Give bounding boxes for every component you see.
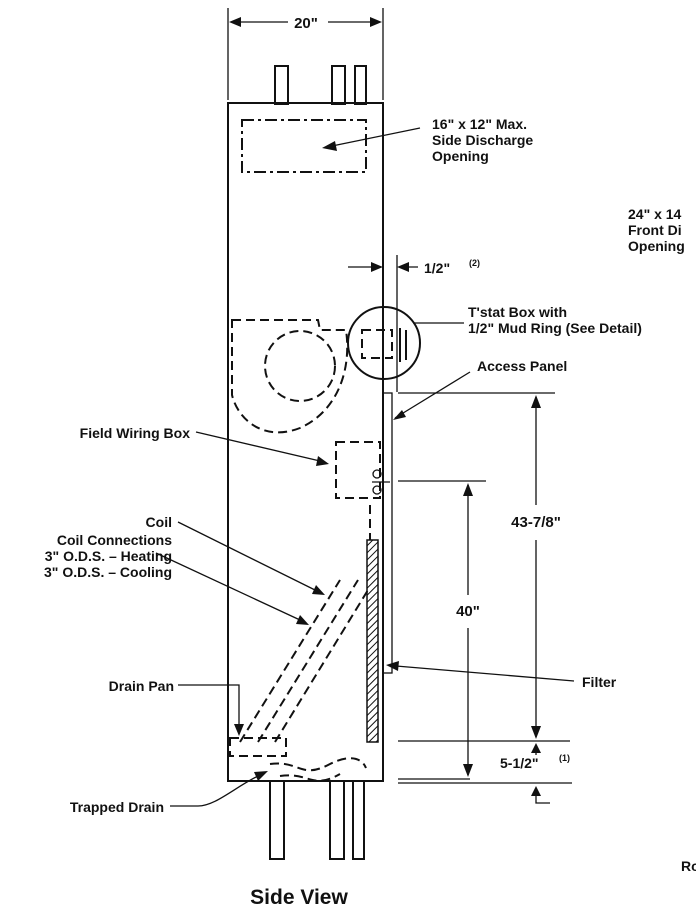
svg-text:Front Di: Front Di	[628, 222, 682, 238]
right-cut-label: Ro	[681, 858, 696, 874]
width-label: 20"	[294, 15, 318, 32]
side-discharge-opening	[241, 119, 367, 173]
tstat-label-1: T'stat Box with	[468, 304, 567, 320]
access-panel: Access Panel	[382, 358, 567, 674]
drain-height-dimension: 5-1/2" (1)	[398, 743, 572, 804]
tstat-box: T'stat Box with 1/2" Mud Ring (See Detai…	[347, 304, 642, 380]
drain-height-note: (1)	[559, 753, 570, 763]
clearance-label: 1/2"	[424, 260, 450, 276]
cabinet-outline	[227, 102, 384, 782]
clearance-dimension: 1/2" (2)	[348, 255, 480, 392]
coil: Coil Coil Connections 3" O.D.S. – Heatin…	[44, 514, 369, 743]
svg-text:24" x 14: 24" x 14	[628, 206, 682, 222]
trapped-drain-label: Trapped Drain	[70, 799, 164, 815]
tstat-label-2: 1/2" Mud Ring (See Detail)	[468, 320, 642, 336]
top-pipes	[274, 65, 367, 105]
field-wiring-box: Field Wiring Box	[80, 425, 390, 499]
front-discharge-label: 24" x 14 Front Di Opening	[628, 206, 685, 254]
coil-connections-label: Coil Connections	[57, 532, 172, 548]
drain-pan-label: Drain Pan	[109, 678, 174, 694]
filter-height-label: 40"	[456, 603, 480, 620]
coil-heating-label: 3" O.D.S. – Heating	[45, 548, 172, 564]
access-panel-label: Access Panel	[477, 358, 567, 374]
side-discharge-label-3: Opening	[432, 148, 489, 164]
svg-text:Opening: Opening	[628, 238, 685, 254]
field-wiring-box-label: Field Wiring Box	[80, 425, 191, 441]
trapped-drain: Trapped Drain	[70, 757, 367, 815]
side-discharge-label-1: 16" x 12" Max.	[432, 116, 527, 132]
clearance-note: (2)	[469, 258, 480, 268]
access-panel-height-label: 43-7/8"	[511, 514, 561, 531]
width-dimension: 20"	[227, 8, 384, 100]
bottom-pipes	[269, 780, 365, 860]
filter: Filter	[366, 505, 617, 743]
view-title: Side View	[250, 886, 348, 909]
coil-cooling-label: 3" O.D.S. – Cooling	[44, 564, 172, 580]
side-discharge-label-2: Side Discharge	[432, 132, 533, 148]
drain-pan: Drain Pan	[109, 678, 287, 757]
blower-housing	[231, 319, 349, 434]
filter-height-dimension: 40"	[398, 480, 486, 780]
side-discharge-callout: 16" x 12" Max. Side Discharge Opening	[322, 116, 533, 164]
filter-label: Filter	[582, 674, 617, 690]
drain-height-label: 5-1/2"	[500, 755, 539, 771]
access-panel-height-dimension: 43-7/8"	[398, 392, 570, 742]
coil-label: Coil	[146, 514, 172, 530]
